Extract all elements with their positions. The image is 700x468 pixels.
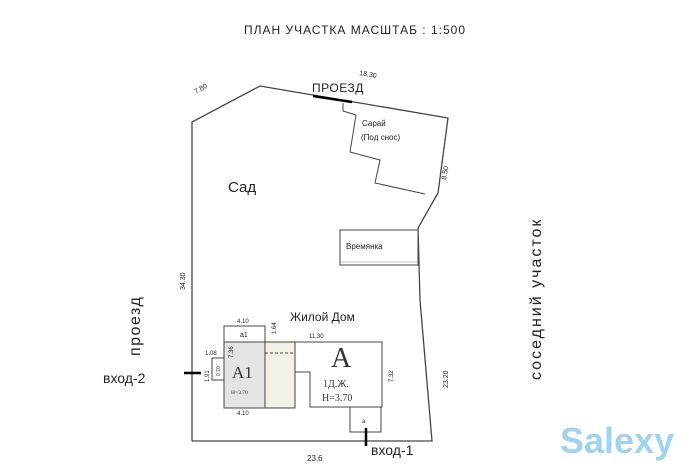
house-label: Жилой Дом (290, 310, 355, 324)
temp-house-label: Времянка (346, 242, 383, 251)
driveway-top-label: ПРОЕЗД (312, 81, 364, 95)
shed-note: (Под снос) (361, 133, 400, 142)
entrance-1-label: вход-1 (371, 442, 414, 458)
building-a1 (223, 341, 266, 409)
building-middle (264, 341, 296, 409)
porch-a1-label: a1 (240, 332, 248, 339)
neighbor-label: соседний участок (528, 218, 545, 380)
shed-label: Сарай (362, 119, 386, 128)
garden-label: Сад (228, 179, 256, 196)
dim-top-left: 7.80 (194, 83, 209, 96)
dim-a-top: 11.30 (309, 334, 324, 340)
watermark-logo: Salexy (560, 420, 674, 461)
building-a (294, 341, 383, 408)
dim-gap: 1.64 (272, 322, 278, 334)
dim-a1-bottom: 4.10 (237, 411, 249, 417)
driveway-left-label: проезд (127, 296, 144, 356)
shed-outline (342, 103, 426, 195)
porch-left (211, 357, 225, 381)
dim-left: 34.30 (180, 272, 187, 290)
dim-a1-top: 4.10 (237, 319, 249, 325)
a-letter: A (331, 343, 352, 374)
temp-house (339, 229, 419, 266)
a-type: 1Д.Ж. (323, 379, 349, 390)
dim-porch-inner: 0.70 (216, 366, 222, 376)
dim-right-upper: 8.50 (441, 166, 450, 181)
dim-right-lower: 23.20 (443, 370, 450, 388)
a1-letter: A1 (232, 363, 253, 382)
dim-porch-w: 1.08 (205, 351, 217, 357)
dim-a1-side: 7.36 (229, 346, 235, 358)
plot-boundary (191, 85, 449, 442)
driveway-mark (312, 94, 353, 104)
plan-title: ПЛАН УЧАСТКА МАСШТАБ : 1:500 (244, 23, 466, 37)
porch-a-label: a (362, 419, 366, 425)
entrance-2-label: вход-2 (103, 370, 146, 386)
a1-height: H=3.70 (231, 390, 248, 396)
dim-porch-h: 1.91 (205, 370, 211, 382)
dim-top: 18.30 (359, 70, 378, 80)
dim-bottom: 23.6 (307, 454, 323, 463)
a-height: H=3.70 (322, 393, 352, 404)
porch-a (349, 406, 382, 433)
dim-a-side: 7.32 (389, 370, 395, 382)
